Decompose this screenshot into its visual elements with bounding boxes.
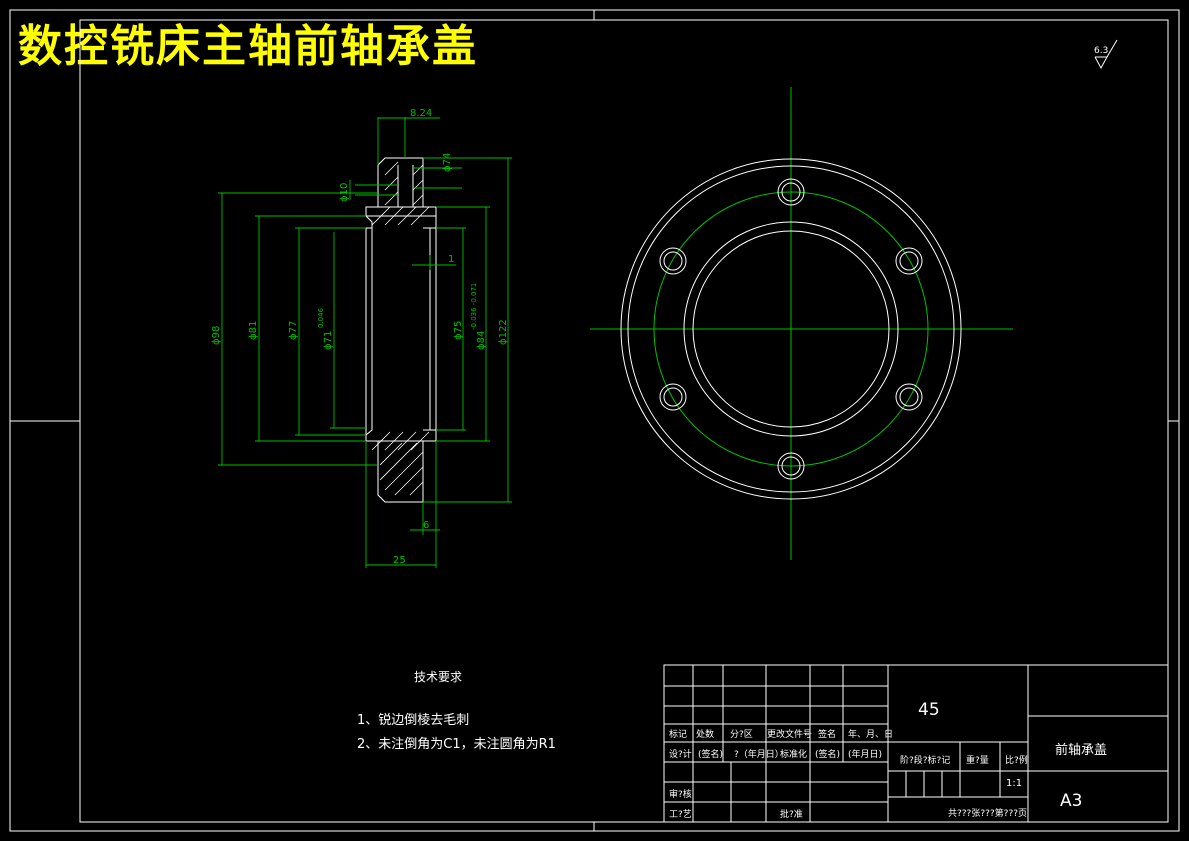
bolt-holes <box>659 178 923 480</box>
tb-label-count: 处数 <box>696 730 715 740</box>
roughness-value: 6.3 <box>1094 46 1108 56</box>
tb-std-sign: (签名) <box>815 750 841 760</box>
tb-review: 审?核 <box>669 790 692 800</box>
tech-requirements-heading: 技术要求 <box>414 670 463 684</box>
tb-stage-mark: 阶?段?标?记 <box>900 756 951 766</box>
tb-design-date: ?（年月日） <box>734 750 784 760</box>
material-value: 45 <box>918 700 940 720</box>
sheet-border <box>9 9 1180 832</box>
dim-6: 6 <box>423 520 429 531</box>
scale-value: 1:1 <box>1006 778 1023 789</box>
dim-phi71: ϕ71 <box>323 331 334 350</box>
sheet-size: A3 <box>1060 791 1083 811</box>
dim-phi98: ϕ98 <box>211 326 222 345</box>
dim-phi75: ϕ75 <box>453 321 464 340</box>
section-hatching <box>371 161 430 496</box>
dim-phi77: ϕ77 <box>288 321 299 340</box>
dim-phi84: ϕ84 <box>476 331 487 350</box>
tb-ratio: 比?例 <box>1005 756 1028 766</box>
title-block <box>663 664 1169 823</box>
dim-phi71-tol: 0.046 <box>317 307 325 328</box>
front-view <box>590 87 1013 560</box>
drawing-title: 数控铣床主轴前轴承盖 <box>18 21 478 72</box>
section-view <box>365 157 437 503</box>
tb-sheets: 共???张???第???页 <box>948 809 1027 819</box>
dim-1: 1 <box>448 254 454 265</box>
tb-label-mark: 标记 <box>669 730 688 740</box>
dim-8-24: 8.24 <box>410 108 432 119</box>
dim-phi81: ϕ81 <box>248 321 259 340</box>
tb-approve: 批?准 <box>780 810 803 820</box>
dim-phi74: ϕ74 <box>442 153 453 172</box>
dimension-lines <box>218 117 512 568</box>
tb-label-change-doc: 更改文件号 <box>767 730 813 740</box>
tb-label-date: 年、月、日 <box>848 730 894 740</box>
tech-requirement-2: 2、未注倒角为C1，未注圆角为R1 <box>357 737 556 752</box>
tb-design-sign: (签名) <box>698 750 724 760</box>
tb-std-date: (年月日) <box>848 750 883 760</box>
tb-weight: 重?量 <box>966 756 989 766</box>
tech-requirement-1: 1、锐边倒棱去毛刺 <box>357 713 470 728</box>
dimension-texts: 8.24 ϕ74 ϕ10 1 ϕ98 ϕ81 ϕ77 ϕ71 0.046 ϕ75… <box>211 108 509 566</box>
tb-standardization: 标准化 <box>780 750 808 760</box>
tb-design: 设?计 <box>669 750 692 760</box>
dim-phi84-tol: -0.036 -0.071 <box>470 283 478 330</box>
dim-phi122: ϕ122 <box>498 319 509 345</box>
tb-process: 工?艺 <box>669 810 692 820</box>
part-name: 前轴承盖 <box>1055 743 1108 758</box>
dim-phi10: ϕ10 <box>339 183 350 202</box>
dim-25: 25 <box>393 555 406 566</box>
roughness-symbol <box>1094 39 1118 70</box>
tb-label-signature: 签名 <box>818 730 837 740</box>
tb-label-zone: 分?区 <box>730 730 753 740</box>
